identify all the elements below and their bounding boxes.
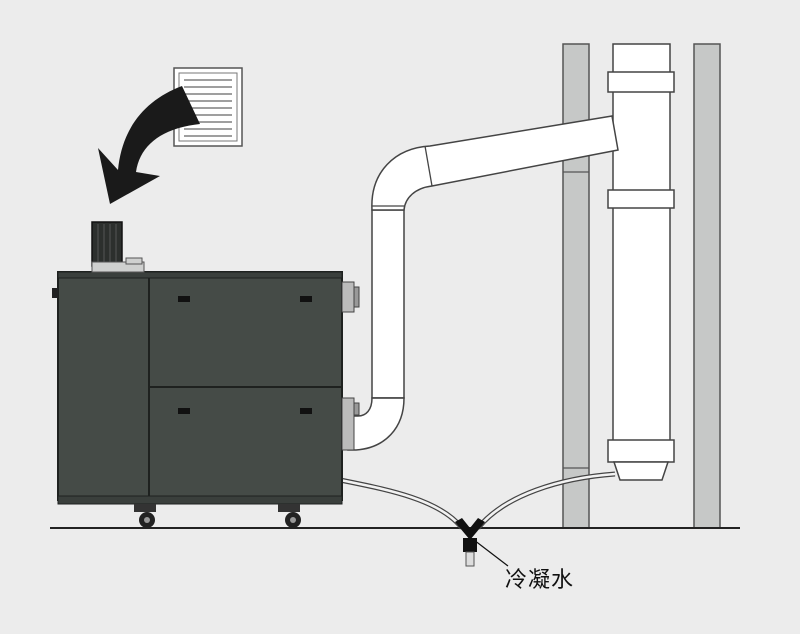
condensate-hoses <box>339 471 616 567</box>
label-leader-line <box>473 539 509 567</box>
column-right <box>693 43 721 529</box>
vertical-chimney-pipe <box>607 43 675 481</box>
heating-unit <box>52 271 360 505</box>
curved-arrow-icon <box>98 86 200 204</box>
condensate-label: 冷凝水 <box>505 568 575 593</box>
air-intake-filter <box>91 221 145 273</box>
column-left <box>562 43 590 529</box>
caster-wheel-icon <box>134 504 156 528</box>
caster-wheel-icon <box>278 504 301 528</box>
flue-duct <box>347 115 619 451</box>
